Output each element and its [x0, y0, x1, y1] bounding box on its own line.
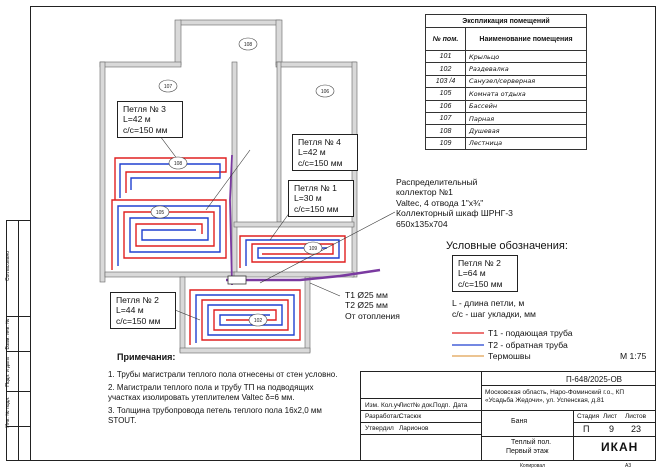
pipe-loops	[111, 154, 381, 345]
note-3: 3. Толщина трубопровода петель теплого п…	[108, 406, 322, 425]
room-tag-105	[150, 205, 170, 219]
loop-108-top	[114, 157, 227, 200]
stamp-h-izm: Изм.	[365, 402, 379, 409]
stamp-sheet-header: Лист	[603, 413, 618, 420]
stamp-developer-name: Стасюк	[399, 413, 422, 420]
room-number-108: 108	[244, 42, 253, 48]
stamp-h-date: Дата	[453, 402, 468, 409]
notes-body: 1. Трубы магистрали теплого пола отнесен…	[108, 370, 346, 426]
legend-l-desc: L - длина петли, м	[452, 298, 525, 308]
walls	[99, 19, 358, 354]
note-1: 1. Трубы магистрали теплого пола отнесен…	[108, 370, 338, 379]
room-number-108b: 108	[174, 161, 183, 167]
stamp-h-list: Лист	[399, 402, 414, 409]
stamp-address: Московская область, Наро-Фоминский г.о.,…	[485, 389, 625, 404]
manifold-cabinet	[227, 275, 247, 285]
stamp-sheets-header: Листов	[625, 413, 647, 420]
sheet-frame	[30, 6, 656, 461]
room-tag-108	[238, 37, 258, 51]
room-number-102: 102	[254, 318, 263, 324]
room-number-106: 106	[321, 89, 330, 95]
loop-102	[189, 289, 301, 345]
format-label: А3	[625, 463, 632, 469]
scale-label: М 1:75	[620, 351, 647, 361]
stamp-approver: Утвердил	[365, 425, 394, 432]
note-2: 2. Магистрали теплого пола и трубу ТП на…	[108, 383, 314, 402]
firm-logo: ИКАН	[601, 440, 639, 454]
legend-seam: Термошвы	[488, 351, 531, 361]
stamp-drawing-1: Теплый пол.	[511, 439, 552, 446]
notes-title: Примечания:	[117, 352, 176, 362]
room-tag-108b	[168, 156, 188, 170]
explication-table: Экспликация помещений № пом.Наименование…	[425, 14, 587, 151]
room-tag-102	[248, 313, 268, 327]
stamp-sheet: 9	[609, 424, 615, 434]
main-pipe	[226, 268, 381, 282]
room-number-105: 105	[156, 210, 165, 216]
legend-cc-desc: с/с - шаг укладки, мм	[452, 309, 536, 319]
stamp-stage-header: Стадия	[577, 413, 600, 420]
stamp-developer: Разработал	[365, 413, 401, 420]
room-number-107: 107	[164, 84, 173, 90]
stamp-sheets: 23	[631, 424, 642, 434]
legend-return: Т2 - обратная труба	[488, 340, 568, 350]
stamp-h-kol: Кол.уч	[381, 402, 401, 409]
col-number: № пом.	[425, 27, 466, 51]
col-name: Наименование помещения	[465, 27, 587, 51]
stamp-h-doc: № док.	[413, 402, 434, 409]
left-binding-strip: Согласовано Взам. инв. № Подп. и дата Ин…	[5, 220, 31, 461]
stamp-drawing-2: Первый этаж	[506, 448, 549, 455]
stamp-approver-name: Ларионов	[399, 425, 429, 432]
loop-109	[239, 235, 346, 268]
stamp-object: Баня	[511, 418, 528, 425]
stamp-stage: П	[583, 424, 590, 434]
copied-label: Копировал	[520, 463, 546, 469]
stamp-code: П-648/2025-ОВ	[566, 375, 623, 384]
room-tag-109	[303, 241, 323, 255]
room-tag-107	[158, 79, 178, 93]
legend-title: Условные обозначения:	[446, 240, 568, 252]
room-number-109: 109	[309, 246, 318, 252]
stamp-h-podp: Подп.	[433, 402, 451, 409]
room-tag-106	[315, 84, 335, 98]
explication-title: Экспликация помещений	[425, 14, 587, 28]
title-block: Изм. Кол.уч Лист № док. Подп. Дата Разра…	[360, 371, 656, 461]
legend-supply: Т1 - подающая труба	[488, 328, 573, 338]
